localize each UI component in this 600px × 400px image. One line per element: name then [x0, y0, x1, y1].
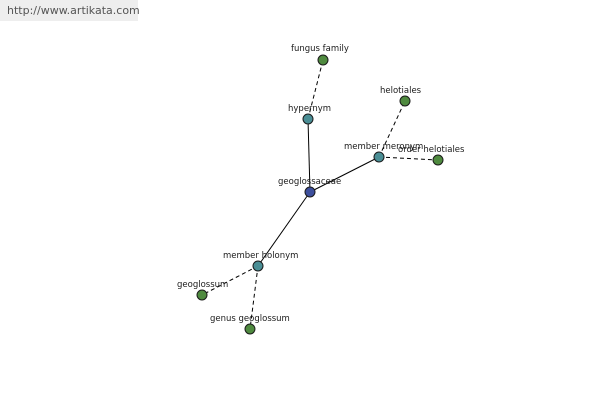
node-label-helotiales[interactable]: helotiales: [380, 86, 422, 96]
edge-member-meronym-to-order-helotiales: [378, 156, 439, 161]
node-order-helotiales[interactable]: [432, 154, 444, 166]
node-label-member-holonym[interactable]: member holonym: [223, 251, 298, 261]
node-geoglossum[interactable]: [196, 289, 208, 301]
node-hypernym[interactable]: [302, 113, 314, 125]
node-label-geoglossaceae[interactable]: geoglossaceae: [278, 177, 341, 187]
node-member-holonym[interactable]: [252, 260, 264, 272]
node-label-geoglossum[interactable]: geoglossum: [177, 280, 228, 290]
edge-geoglossaceae-to-member-holonym: [257, 191, 311, 267]
edge-member-meronym-to-helotiales: [378, 100, 406, 158]
node-label-genus-geoglossum[interactable]: genus geoglossum: [210, 314, 290, 324]
node-label-hypernym[interactable]: hypernym: [288, 104, 331, 114]
node-label-member-meronym[interactable]: member meronym: [344, 142, 423, 152]
node-fungus-family[interactable]: [317, 54, 329, 66]
node-label-order-helotiales[interactable]: order helotiales: [398, 145, 465, 155]
edge-hypernym-to-fungus-family: [307, 59, 324, 120]
edge-member-holonym-to-genus-geoglossum: [249, 265, 259, 330]
node-genus-geoglossum[interactable]: [244, 323, 256, 335]
edge-geoglossaceae-to-hypernym: [307, 118, 311, 193]
node-label-fungus-family[interactable]: fungus family: [291, 44, 349, 54]
edge-member-holonym-to-geoglossum: [201, 265, 259, 296]
watermark-url: http://www.artikata.com: [0, 0, 140, 21]
edge-layer: [201, 59, 439, 330]
node-member-meronym[interactable]: [373, 151, 385, 163]
edge-geoglossaceae-to-member-meronym: [309, 156, 380, 193]
node-helotiales[interactable]: [399, 95, 411, 107]
node-geoglossaceae[interactable]: [304, 186, 316, 198]
node-layer: [196, 54, 444, 335]
label-layer: geoglossaceae hypernym member meronym membe…: [177, 44, 465, 324]
